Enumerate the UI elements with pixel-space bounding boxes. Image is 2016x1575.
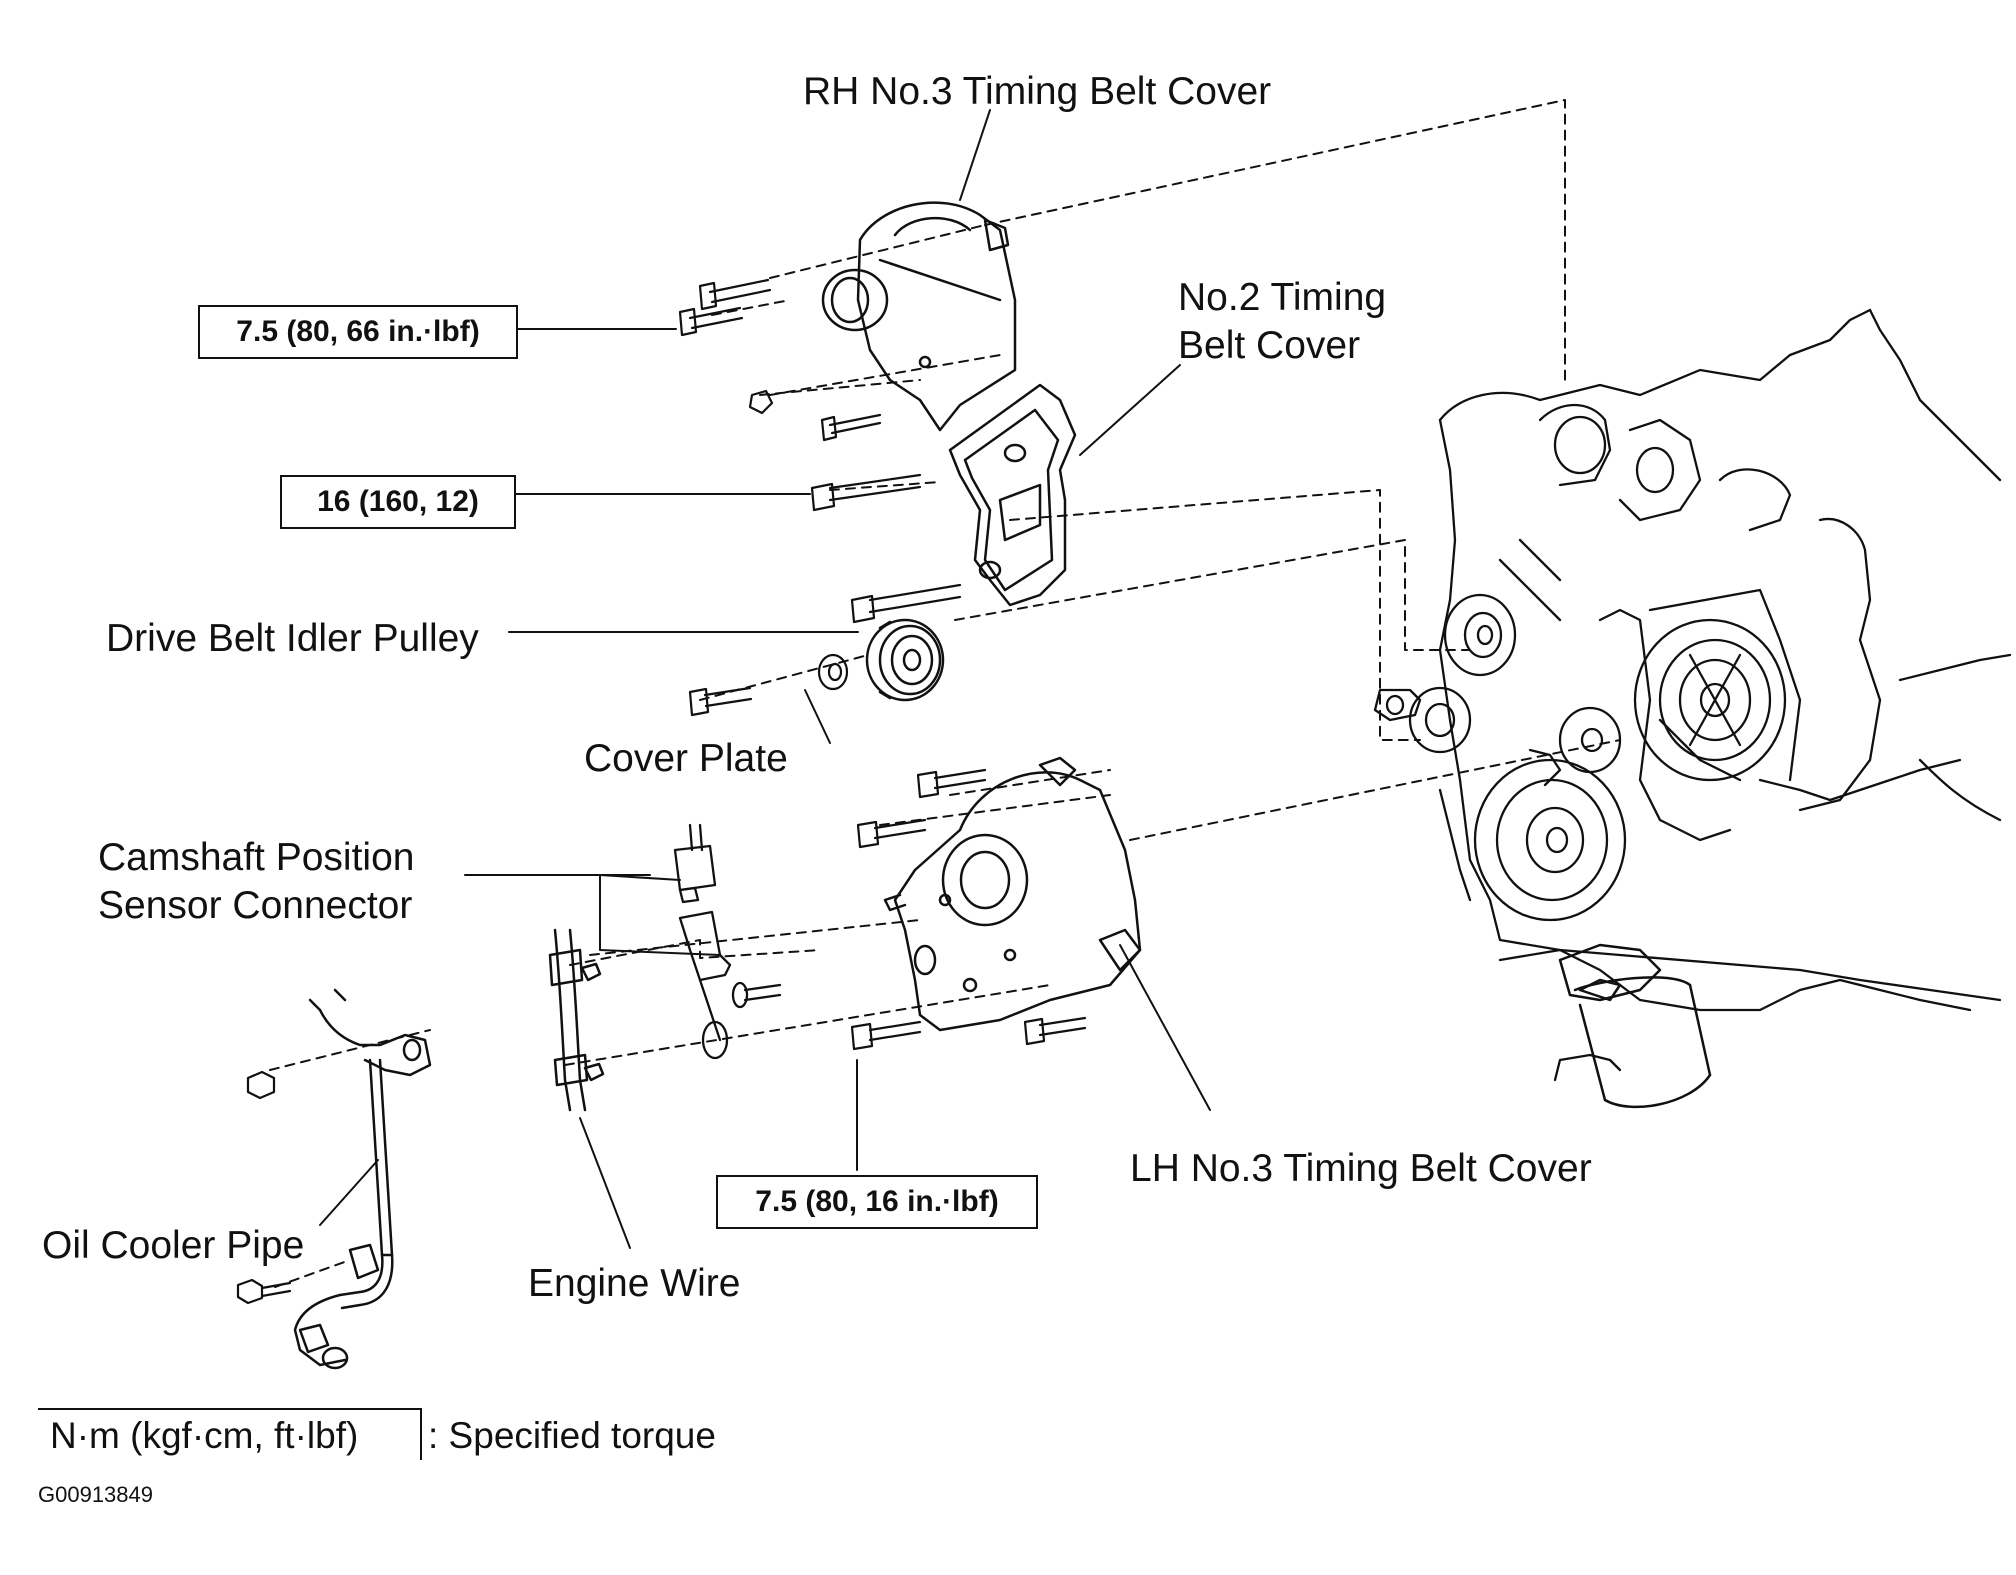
label-no2-timing-belt-cover-line1: No.2 Timing bbox=[1178, 276, 1387, 319]
torque-spec-no2-cover: 16 (160, 12) bbox=[280, 475, 516, 529]
rh-no3-timing-belt-cover bbox=[821, 201, 1017, 432]
legend-torque-units: N·m (kgf·cm, ft·lbf) bbox=[38, 1408, 422, 1460]
figure-id: G00913849 bbox=[38, 1482, 153, 1507]
lh-no3-timing-belt-cover bbox=[883, 756, 1142, 1032]
label-engine-wire: Engine Wire bbox=[528, 1262, 741, 1305]
engine-assembly bbox=[1373, 308, 2012, 1082]
label-camshaft-sensor-line2: Sensor Connector bbox=[98, 884, 413, 927]
legend-specified-torque: : Specified torque bbox=[428, 1415, 716, 1456]
label-drive-belt-idler-pulley: Drive Belt Idler Pulley bbox=[106, 617, 479, 660]
camshaft-sensor-connector bbox=[673, 823, 782, 1060]
lh-cover-bolts bbox=[850, 768, 1087, 1051]
label-leader-lines bbox=[319, 109, 1211, 1249]
label-lh-no3-timing-belt-cover: LH No.3 Timing Belt Cover bbox=[1130, 1147, 1592, 1190]
oil-filter bbox=[1558, 943, 1712, 1109]
engine-wire-harness bbox=[548, 928, 605, 1112]
oil-cooler-pipe bbox=[293, 988, 432, 1370]
alignment-dashed-lines bbox=[269, 99, 1621, 1288]
torque-spec-lh-cover: 7.5 (80, 16 in.·lbf) bbox=[716, 1175, 1038, 1229]
drive-belt-idler-pulley bbox=[865, 618, 945, 702]
label-rh-no3-timing-belt-cover: RH No.3 Timing Belt Cover bbox=[803, 70, 1272, 113]
label-camshaft-sensor-line1: Camshaft Position bbox=[98, 836, 415, 879]
label-oil-cooler-pipe: Oil Cooler Pipe bbox=[42, 1224, 305, 1267]
rh-cover-bolts bbox=[678, 278, 882, 442]
no2-timing-belt-cover bbox=[948, 383, 1077, 607]
cover-plate bbox=[817, 653, 849, 691]
torque-spec-rh-cover: 7.5 (80, 66 in.·lbf) bbox=[198, 305, 518, 359]
label-cover-plate: Cover Plate bbox=[584, 737, 788, 780]
idler-bolt bbox=[688, 686, 753, 717]
oil-cooler-nuts bbox=[236, 1070, 292, 1305]
label-no2-timing-belt-cover-line2: Belt Cover bbox=[1178, 324, 1361, 367]
no2-cover-bolts bbox=[810, 473, 962, 624]
